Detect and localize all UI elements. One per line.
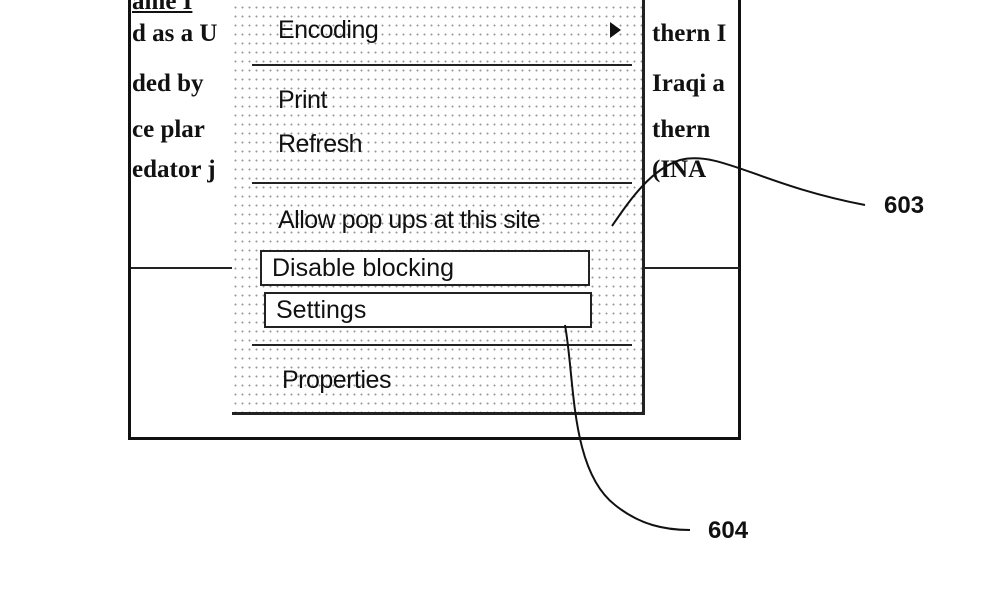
- callout-603-leader: [612, 158, 865, 226]
- callout-604-label: 604: [708, 517, 748, 545]
- callout-604-leader: [565, 325, 690, 530]
- callout-603-label: 603: [884, 192, 924, 220]
